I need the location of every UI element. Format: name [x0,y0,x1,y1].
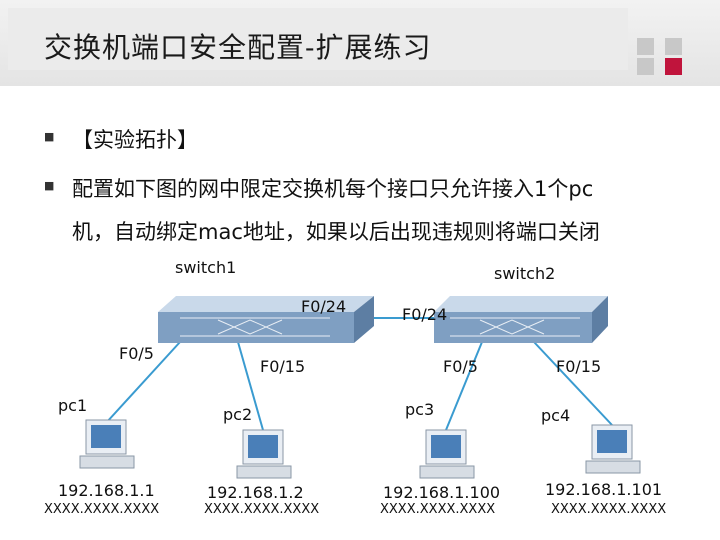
pc1-label: pc1 [58,396,87,415]
pc2-mac: XXXX.XXXX.XXXX [204,502,319,517]
switch1-label: switch1 [175,258,236,277]
pc3-mac: XXXX.XXXX.XXXX [380,502,495,517]
link-switch2-pc3 [446,342,482,430]
switch2-label: switch2 [494,264,555,283]
switch1-uplink-port: F0/24 [301,297,346,316]
pc1-icon [80,420,134,468]
pc4-label: pc4 [541,406,570,425]
switch2-port-pc4: F0/15 [556,357,601,376]
pc1-ip: 192.168.1.1 [58,481,155,500]
pc2-label: pc2 [223,405,252,424]
pc3-ip: 192.168.1.100 [383,483,500,502]
switch2-uplink-port: F0/24 [402,305,447,324]
pc4-icon [586,425,640,473]
pc2-icon [237,430,291,478]
switch1-port-pc2: F0/15 [260,357,305,376]
switch1-port-pc1: F0/5 [119,344,154,363]
switch2-port-pc3: F0/5 [443,357,478,376]
pc3-icon [420,430,474,478]
pc1-mac: XXXX.XXXX.XXXX [44,502,159,517]
pc4-ip: 192.168.1.101 [545,480,662,499]
switch2-icon [434,296,608,343]
pc2-ip: 192.168.1.2 [207,483,304,502]
pc4-mac: XXXX.XXXX.XXXX [551,502,666,517]
pc3-label: pc3 [405,400,434,419]
